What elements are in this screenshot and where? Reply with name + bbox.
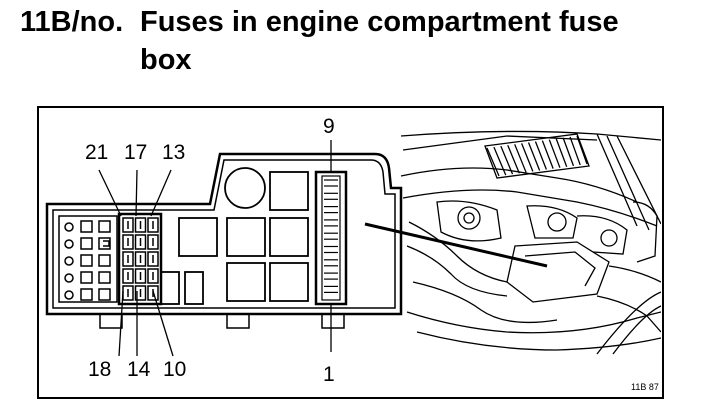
grille-line bbox=[562, 137, 575, 167]
relay bbox=[269, 262, 309, 302]
grille-line bbox=[521, 143, 534, 172]
figure-reference: 11B 87 bbox=[631, 382, 659, 392]
engine-compartment-illustration bbox=[364, 130, 661, 355]
fuse-slot bbox=[147, 285, 159, 301]
fuse-slot bbox=[134, 251, 147, 267]
section-code: 11B/no. bbox=[20, 6, 124, 38]
grille-line bbox=[527, 142, 541, 171]
figure-frame bbox=[37, 106, 664, 399]
connector-row bbox=[64, 288, 111, 301]
relay bbox=[226, 262, 266, 302]
maxi-fuse bbox=[160, 271, 180, 305]
title-line-1: Fuses in engine compartment fuse bbox=[140, 6, 619, 38]
connector-row bbox=[64, 254, 111, 267]
grille-line bbox=[555, 138, 568, 167]
fuse-box-diagram: 21 17 13 18 14 10 9 1 bbox=[37, 106, 664, 399]
connector-row bbox=[64, 237, 111, 250]
callout-label: 1 bbox=[323, 363, 335, 386]
callout-label: 9 bbox=[323, 115, 335, 138]
grille-line bbox=[569, 136, 581, 166]
fuse-slot bbox=[122, 251, 134, 267]
fuse-slot bbox=[147, 217, 159, 233]
fuse-slot bbox=[134, 285, 147, 301]
fuse-slot bbox=[134, 268, 147, 284]
fuse-box-outline bbox=[45, 152, 403, 329]
maxi-fuse bbox=[184, 271, 204, 305]
relay bbox=[269, 171, 309, 211]
fuse-box-figure: 21 17 13 18 14 10 9 1 bbox=[37, 106, 664, 399]
callout-label: 10 bbox=[163, 358, 186, 381]
grille-line bbox=[534, 141, 547, 170]
callout-label: 14 bbox=[127, 358, 151, 381]
grille-line bbox=[576, 135, 588, 165]
fuse-strip bbox=[314, 170, 348, 306]
fuse-slot bbox=[134, 234, 147, 250]
fuse-slot bbox=[122, 217, 134, 233]
grille-line bbox=[548, 139, 561, 168]
grille-line bbox=[541, 140, 554, 169]
callout-label: 18 bbox=[88, 358, 111, 381]
fuse-slot bbox=[122, 234, 134, 250]
fuse-slot bbox=[134, 217, 147, 233]
fuse-slot bbox=[147, 268, 159, 284]
fuse-slot bbox=[147, 251, 159, 267]
fuse-slot bbox=[122, 268, 134, 284]
grille-line bbox=[500, 145, 514, 175]
grille-line bbox=[486, 147, 500, 177]
connector-row bbox=[64, 271, 111, 284]
callout-leaders bbox=[98, 140, 332, 357]
grille-line bbox=[493, 146, 507, 176]
round-relay bbox=[224, 167, 266, 209]
connector-block bbox=[58, 215, 118, 303]
grille-line bbox=[507, 144, 520, 174]
connector-row bbox=[64, 220, 111, 233]
callout-label: 17 bbox=[124, 141, 147, 164]
callout-label: 13 bbox=[162, 141, 185, 164]
location-pointer bbox=[364, 222, 548, 268]
grille-line bbox=[514, 144, 527, 173]
relay bbox=[178, 217, 218, 257]
relay-group bbox=[160, 167, 309, 305]
callout-label: 21 bbox=[85, 141, 108, 164]
relay bbox=[269, 217, 309, 257]
fuse-slot bbox=[147, 234, 159, 250]
title-line-2: box bbox=[140, 44, 192, 76]
fuse-grid bbox=[117, 212, 163, 306]
relay bbox=[226, 217, 266, 257]
